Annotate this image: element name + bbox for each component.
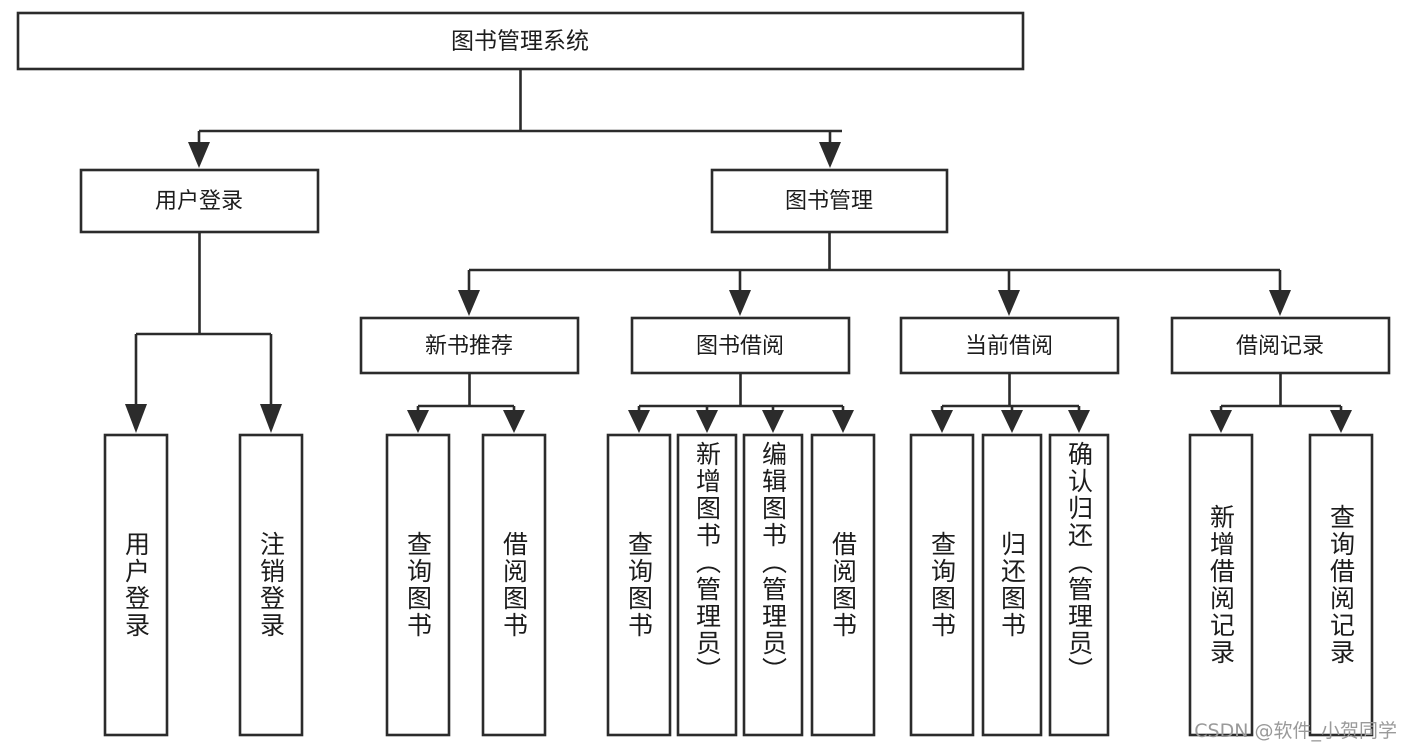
arrow-head-icon <box>628 410 650 433</box>
leaf-box-query-record[interactable] <box>1308 433 1374 737</box>
arrow-head-icon <box>1001 410 1023 433</box>
leaf-box-return-book[interactable] <box>981 433 1043 737</box>
node-root-label: 图书管理系统 <box>451 29 589 55</box>
arrow-head-icon <box>696 410 718 433</box>
arrow-head-icon <box>188 142 210 168</box>
leaf-box-query-book-3[interactable] <box>909 433 975 737</box>
node-current-borrow-label: 当前借阅 <box>965 334 1053 359</box>
arrow-head-icon <box>125 404 147 433</box>
node-borrow-record-label: 借阅记录 <box>1236 334 1324 359</box>
leaf-box-user-login[interactable] <box>103 433 169 737</box>
arrow-head-icon <box>931 410 953 433</box>
watermark: CSDN @软件_小贺同学 <box>1194 720 1397 742</box>
arrow-head-icon <box>729 290 751 316</box>
node-book-manage[interactable]: 图书管理 <box>710 168 949 234</box>
connector-root-to-level2 <box>188 69 842 168</box>
leaf-box-add-record[interactable] <box>1188 433 1254 737</box>
leaf-box-query-book-2[interactable] <box>606 433 672 737</box>
connector-userlogin-to-leaves <box>125 232 282 433</box>
arrow-head-icon <box>819 142 841 168</box>
arrow-head-icon <box>998 290 1020 316</box>
arrow-head-icon <box>407 410 429 433</box>
arrow-head-icon <box>458 290 480 316</box>
connector-borrowrecord-to-leaves <box>1210 373 1352 433</box>
node-current-borrow[interactable]: 当前借阅 <box>899 316 1120 375</box>
leaf-box-borrow-book-1[interactable] <box>481 433 547 737</box>
arrow-head-icon <box>503 410 525 433</box>
leaf-box-add-book[interactable] <box>676 433 738 737</box>
arrow-head-icon <box>762 410 784 433</box>
arrow-head-icon <box>1210 410 1232 433</box>
node-book-manage-label: 图书管理 <box>785 189 873 214</box>
node-user-login[interactable]: 用户登录 <box>79 168 320 234</box>
leaf-box-logout[interactable] <box>238 433 304 737</box>
connector-bookmanage-to-level3 <box>458 232 1291 316</box>
connector-currentborrow-to-leaves <box>931 373 1090 433</box>
leaf-box-query-book-1[interactable] <box>385 433 451 737</box>
leaf-box-confirm-return[interactable] <box>1048 433 1110 737</box>
arrow-head-icon <box>1330 410 1352 433</box>
leaf-box-edit-book[interactable] <box>742 433 804 737</box>
leaf-box-borrow-book-2[interactable] <box>810 433 876 737</box>
arrow-head-icon <box>1068 410 1090 433</box>
node-book-borrow[interactable]: 图书借阅 <box>630 316 851 375</box>
node-new-book-recommend-label: 新书推荐 <box>425 334 513 359</box>
node-user-login-label: 用户登录 <box>155 189 243 214</box>
arrow-head-icon <box>1269 290 1291 316</box>
leaf-boxes <box>103 433 1374 737</box>
connector-newbook-to-leaves <box>407 373 525 433</box>
connector-bookborrow-to-leaves <box>628 373 854 433</box>
node-new-book-recommend[interactable]: 新书推荐 <box>359 316 580 375</box>
node-book-borrow-label: 图书借阅 <box>696 334 784 359</box>
node-borrow-record[interactable]: 借阅记录 <box>1170 316 1391 375</box>
arrow-head-icon <box>260 404 282 433</box>
arrow-head-icon <box>832 410 854 433</box>
node-root[interactable]: 图书管理系统 <box>16 11 1025 71</box>
